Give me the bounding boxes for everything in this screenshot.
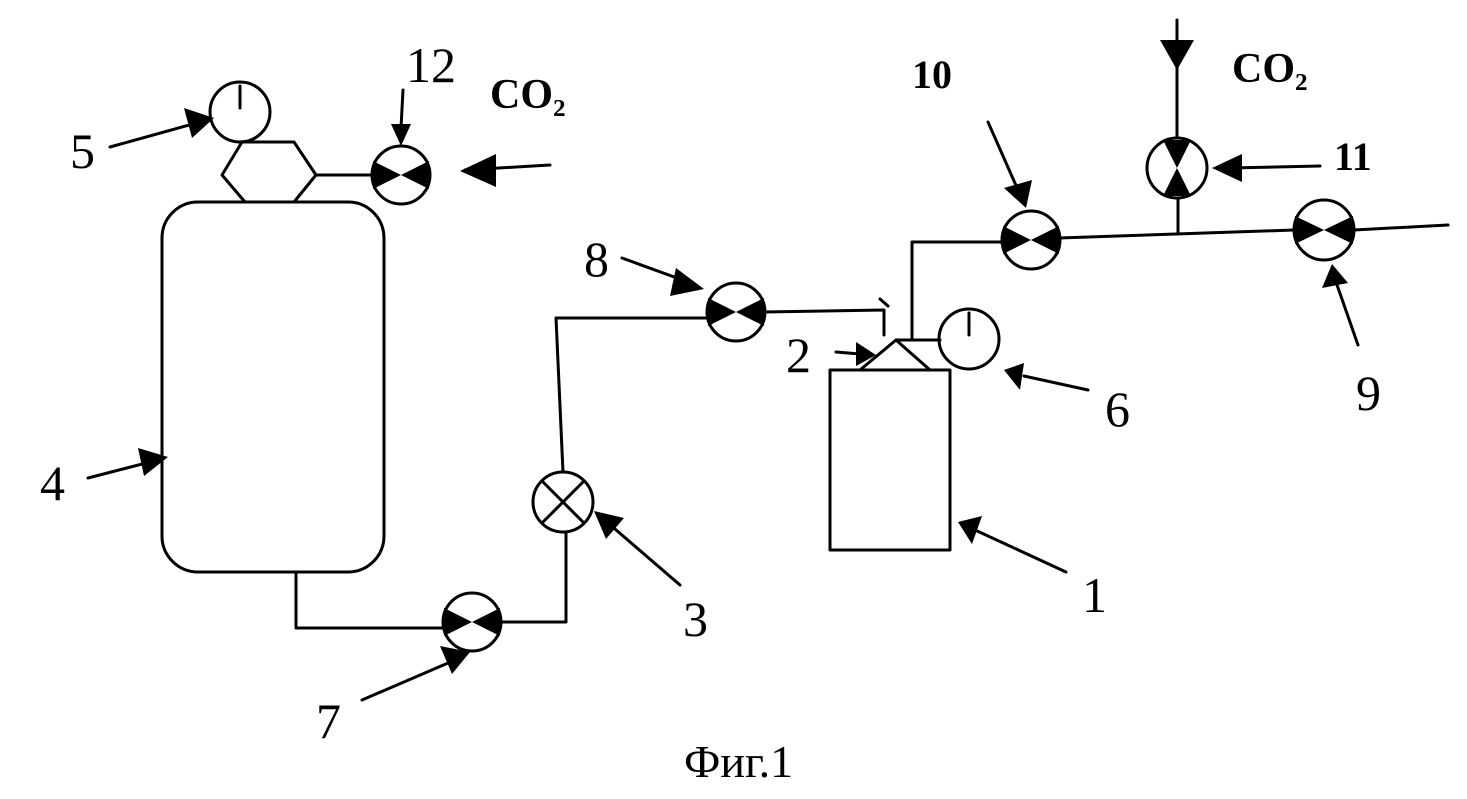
pipe-2-to-10 <box>912 242 1003 340</box>
pipe-3-to-8 <box>556 318 706 472</box>
figure-caption: Фиг.1 <box>684 736 793 787</box>
label-6: 6 <box>1105 381 1130 437</box>
pipe-8-to-2 <box>764 310 884 335</box>
valve-10 <box>1002 211 1060 269</box>
gas-label-left: CO₂ <box>490 72 566 118</box>
vessel-4-head-fitting <box>222 142 316 202</box>
leader-arrow-6 <box>1004 363 1024 390</box>
leader-arrow-2 <box>856 342 876 366</box>
label-5: 5 <box>70 123 95 179</box>
label-11: 11 <box>1334 134 1372 179</box>
label-12: 12 <box>406 37 456 93</box>
pipe-4-to-7 <box>296 572 444 628</box>
valve-7 <box>443 593 501 651</box>
leader-arrow-9 <box>1322 264 1348 288</box>
co2-inlet-arrow-right <box>1160 40 1194 70</box>
label-9: 9 <box>1356 365 1381 421</box>
valve-11 <box>1147 138 1207 198</box>
element-3 <box>533 472 593 532</box>
leader-arrow-10 <box>1004 180 1032 208</box>
vessel-4 <box>162 202 384 572</box>
label-2: 2 <box>786 327 811 383</box>
leader-arrow-8 <box>670 268 704 296</box>
label-8: 8 <box>584 231 609 287</box>
label-7: 7 <box>316 693 341 749</box>
valve-8 <box>707 283 765 341</box>
co2-inlet-arrow-left <box>460 154 496 187</box>
gas-label-right: CO₂ <box>1232 46 1308 92</box>
leader-arrow-12 <box>391 124 411 146</box>
label-4: 4 <box>40 455 65 511</box>
pipe-8-tick <box>880 299 888 306</box>
pipe-7-to-3 <box>500 532 566 622</box>
label-3: 3 <box>683 591 708 647</box>
valve-12 <box>372 146 430 204</box>
outlet-pipe-9 <box>1354 225 1448 230</box>
label-1: 1 <box>1082 567 1107 623</box>
leader-arrow-11 <box>1212 154 1242 182</box>
cylinder-1 <box>830 370 950 550</box>
valve-9 <box>1294 200 1354 260</box>
label-10: 10 <box>912 52 952 97</box>
